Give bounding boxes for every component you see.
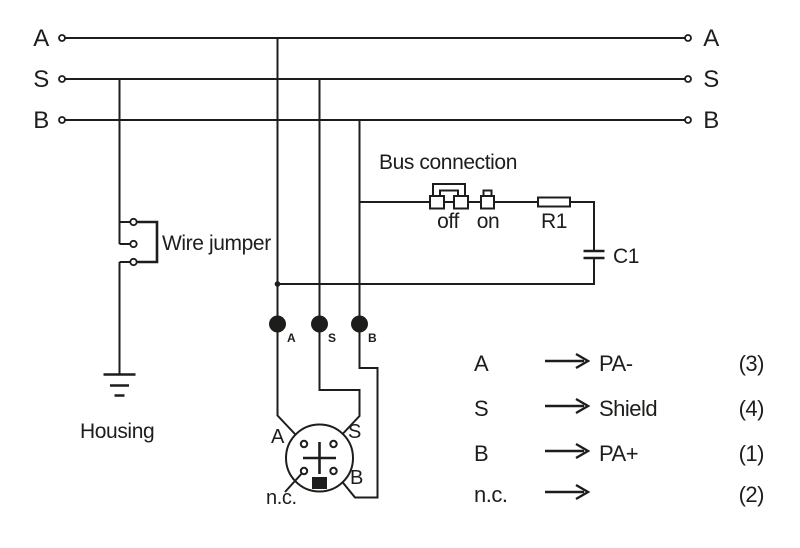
off-jumper: off [429,183,469,233]
connector-pin-s [329,439,338,449]
legend-row: A PA- (3) [474,351,765,376]
legend-meaning: PA- [599,351,633,376]
connector-pin-nc [299,466,309,476]
terminal-dot-label-b: B [368,331,377,345]
legend-pin-number: (3) [739,351,764,376]
on-post [480,195,495,210]
wire-a-drop [276,38,303,443]
jumper-cap-inner [439,189,459,197]
bus-terminal-a-left [58,34,66,42]
legend-signal: B [474,441,488,466]
legend-signal: A [474,351,489,376]
bus-terminal-a-right [684,34,692,42]
termination-wire-return [277,258,595,285]
capacitor-c1: C1 [583,245,639,268]
housing-label: Housing [80,420,154,443]
bus-terminal-s-right [684,75,692,83]
bus-terminal-b-right [684,116,692,124]
arrow-right-icon [545,483,591,501]
wire-jumper-bracket [137,220,159,264]
bus-label-b-left: B [33,107,49,134]
terminal-dot-s [311,315,328,333]
bus-line-b: B B [33,107,719,134]
bus-label-a-right: A [703,25,719,52]
connector-pin-a [299,439,309,449]
bus-label-b-right: B [703,107,719,134]
resistor-label: R1 [541,210,567,233]
shield-to-ground-wire [118,79,131,374]
terminal-dot-a [269,315,286,333]
wire-jumper-label: Wire jumper [162,232,271,255]
bus-label-a-left: A [33,25,49,52]
wire-r1-to-c1 [570,201,595,251]
legend-pin-number: (2) [739,482,764,507]
nc-pin-lead [284,470,305,493]
arrow-right-icon [545,352,591,370]
terminal-dot-label-a: A [287,331,296,345]
wire-jumper-assembly: Wire jumper Housing [80,79,272,443]
connector-cross [303,442,336,474]
legend-meaning: PA+ [599,441,638,466]
legend-pin-number: (4) [739,396,764,421]
connector-pin-label-b: B [350,467,363,489]
connector-pin-label-a: A [271,426,285,448]
bus-line-s: S S [33,66,719,93]
jumper-terminal-middle [129,239,138,249]
terminal-dot-label-s: S [328,331,336,345]
jumper-terminal-bottom [129,257,138,267]
on-jumper: on [477,189,500,233]
bus-connection-title: Bus connection [379,151,517,174]
on-label: on [477,210,500,233]
bus-line-a: A A [33,25,719,52]
off-post-left [429,195,445,210]
off-post-right [453,195,469,210]
legend-row: S Shield (4) [474,396,765,421]
legend-row: B PA+ (1) [474,441,765,466]
resistor-body [537,196,571,208]
connector-pin-label-nc: n.c. [266,487,297,509]
bus-label-s-left: S [33,66,49,93]
bus-terminal-s-left [58,75,66,83]
capacitor-plates [583,249,605,260]
bus-terminal-b-left [58,116,66,124]
bus-label-s-right: S [703,66,719,93]
connector-face: A S B n.c. [266,421,363,509]
junction-dot [274,281,281,287]
legend-meaning: Shield [599,396,657,421]
resistor-r1: R1 [537,196,571,233]
legend-signal: n.c. [474,482,507,507]
legend-signal: S [474,396,488,421]
ground-icon [103,373,136,397]
wire-s-drop [318,79,361,443]
cable-terminals: A S B [269,315,377,345]
capacitor-label: C1 [613,245,639,268]
connector-key-notch [312,477,327,489]
terminal-dot-b [351,315,368,333]
arrow-right-icon [545,397,591,415]
legend-row: n.c. (2) [474,482,765,507]
legend: A PA- (3) S Shield (4) B PA+ (1) [474,351,765,507]
connector-pin-label-s: S [348,421,361,443]
off-label: off [437,210,459,233]
jumper-terminal-top [129,217,138,227]
bus-connection-network: Bus connection off on R1 C1 [274,151,639,287]
arrow-right-icon [545,442,591,460]
legend-pin-number: (1) [739,441,764,466]
connector-pin-b [329,466,338,476]
